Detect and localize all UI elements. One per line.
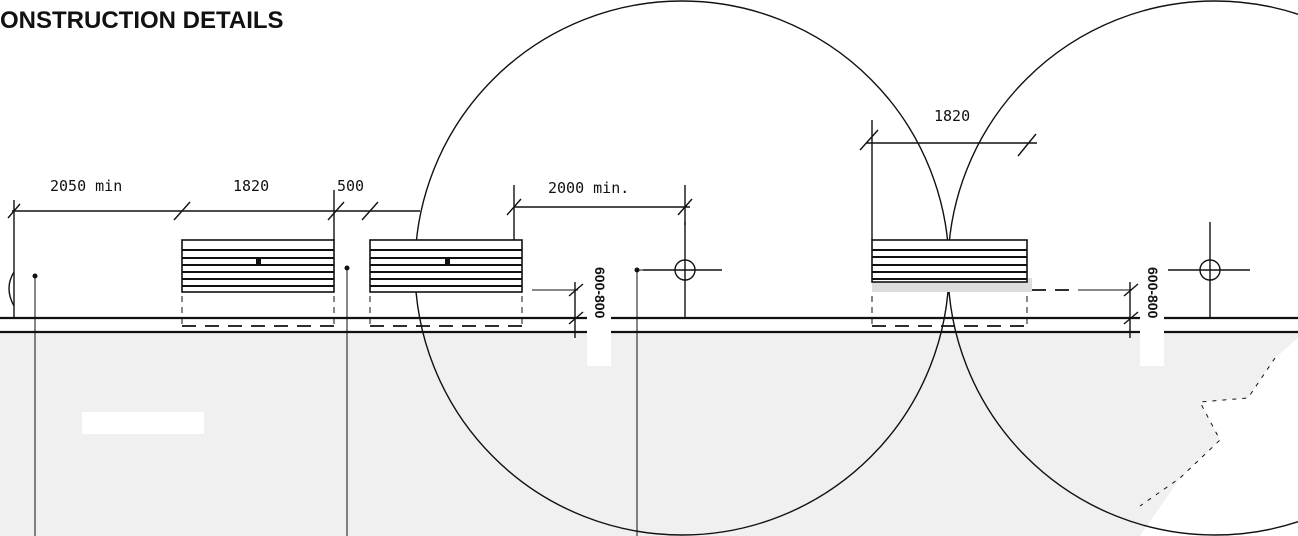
bench-3 bbox=[871, 239, 1032, 292]
dim-label-2050: 2050 min bbox=[50, 177, 122, 195]
grass-edge bbox=[1140, 338, 1298, 536]
path-label-blank bbox=[82, 412, 204, 434]
bench-2 bbox=[369, 239, 523, 293]
dim-label-500: 500 bbox=[337, 177, 364, 195]
dimension-line bbox=[7, 120, 1037, 318]
path-area bbox=[0, 332, 1298, 536]
leader-line-3 bbox=[634, 267, 675, 536]
dim-label-2000: 2000 min. bbox=[548, 179, 629, 197]
offset-label-2: 600-800 bbox=[1145, 267, 1161, 319]
offset-label-1: 600-800 bbox=[592, 267, 608, 319]
grass-edge-line bbox=[1139, 357, 1276, 507]
leader-line-2 bbox=[344, 265, 350, 536]
dim-label-1820-b: 1820 bbox=[934, 107, 970, 125]
leader-line-1 bbox=[32, 273, 38, 536]
dim-label-1820-a: 1820 bbox=[233, 177, 269, 195]
bin-symbol-2 bbox=[1168, 222, 1250, 318]
bench-1 bbox=[181, 239, 335, 293]
page-title: ONSTRUCTION DETAILS bbox=[0, 7, 284, 34]
offset-dimension-1 bbox=[532, 262, 611, 366]
offset-dimension-2 bbox=[1078, 262, 1164, 366]
edge-partial-bin bbox=[8, 271, 15, 307]
